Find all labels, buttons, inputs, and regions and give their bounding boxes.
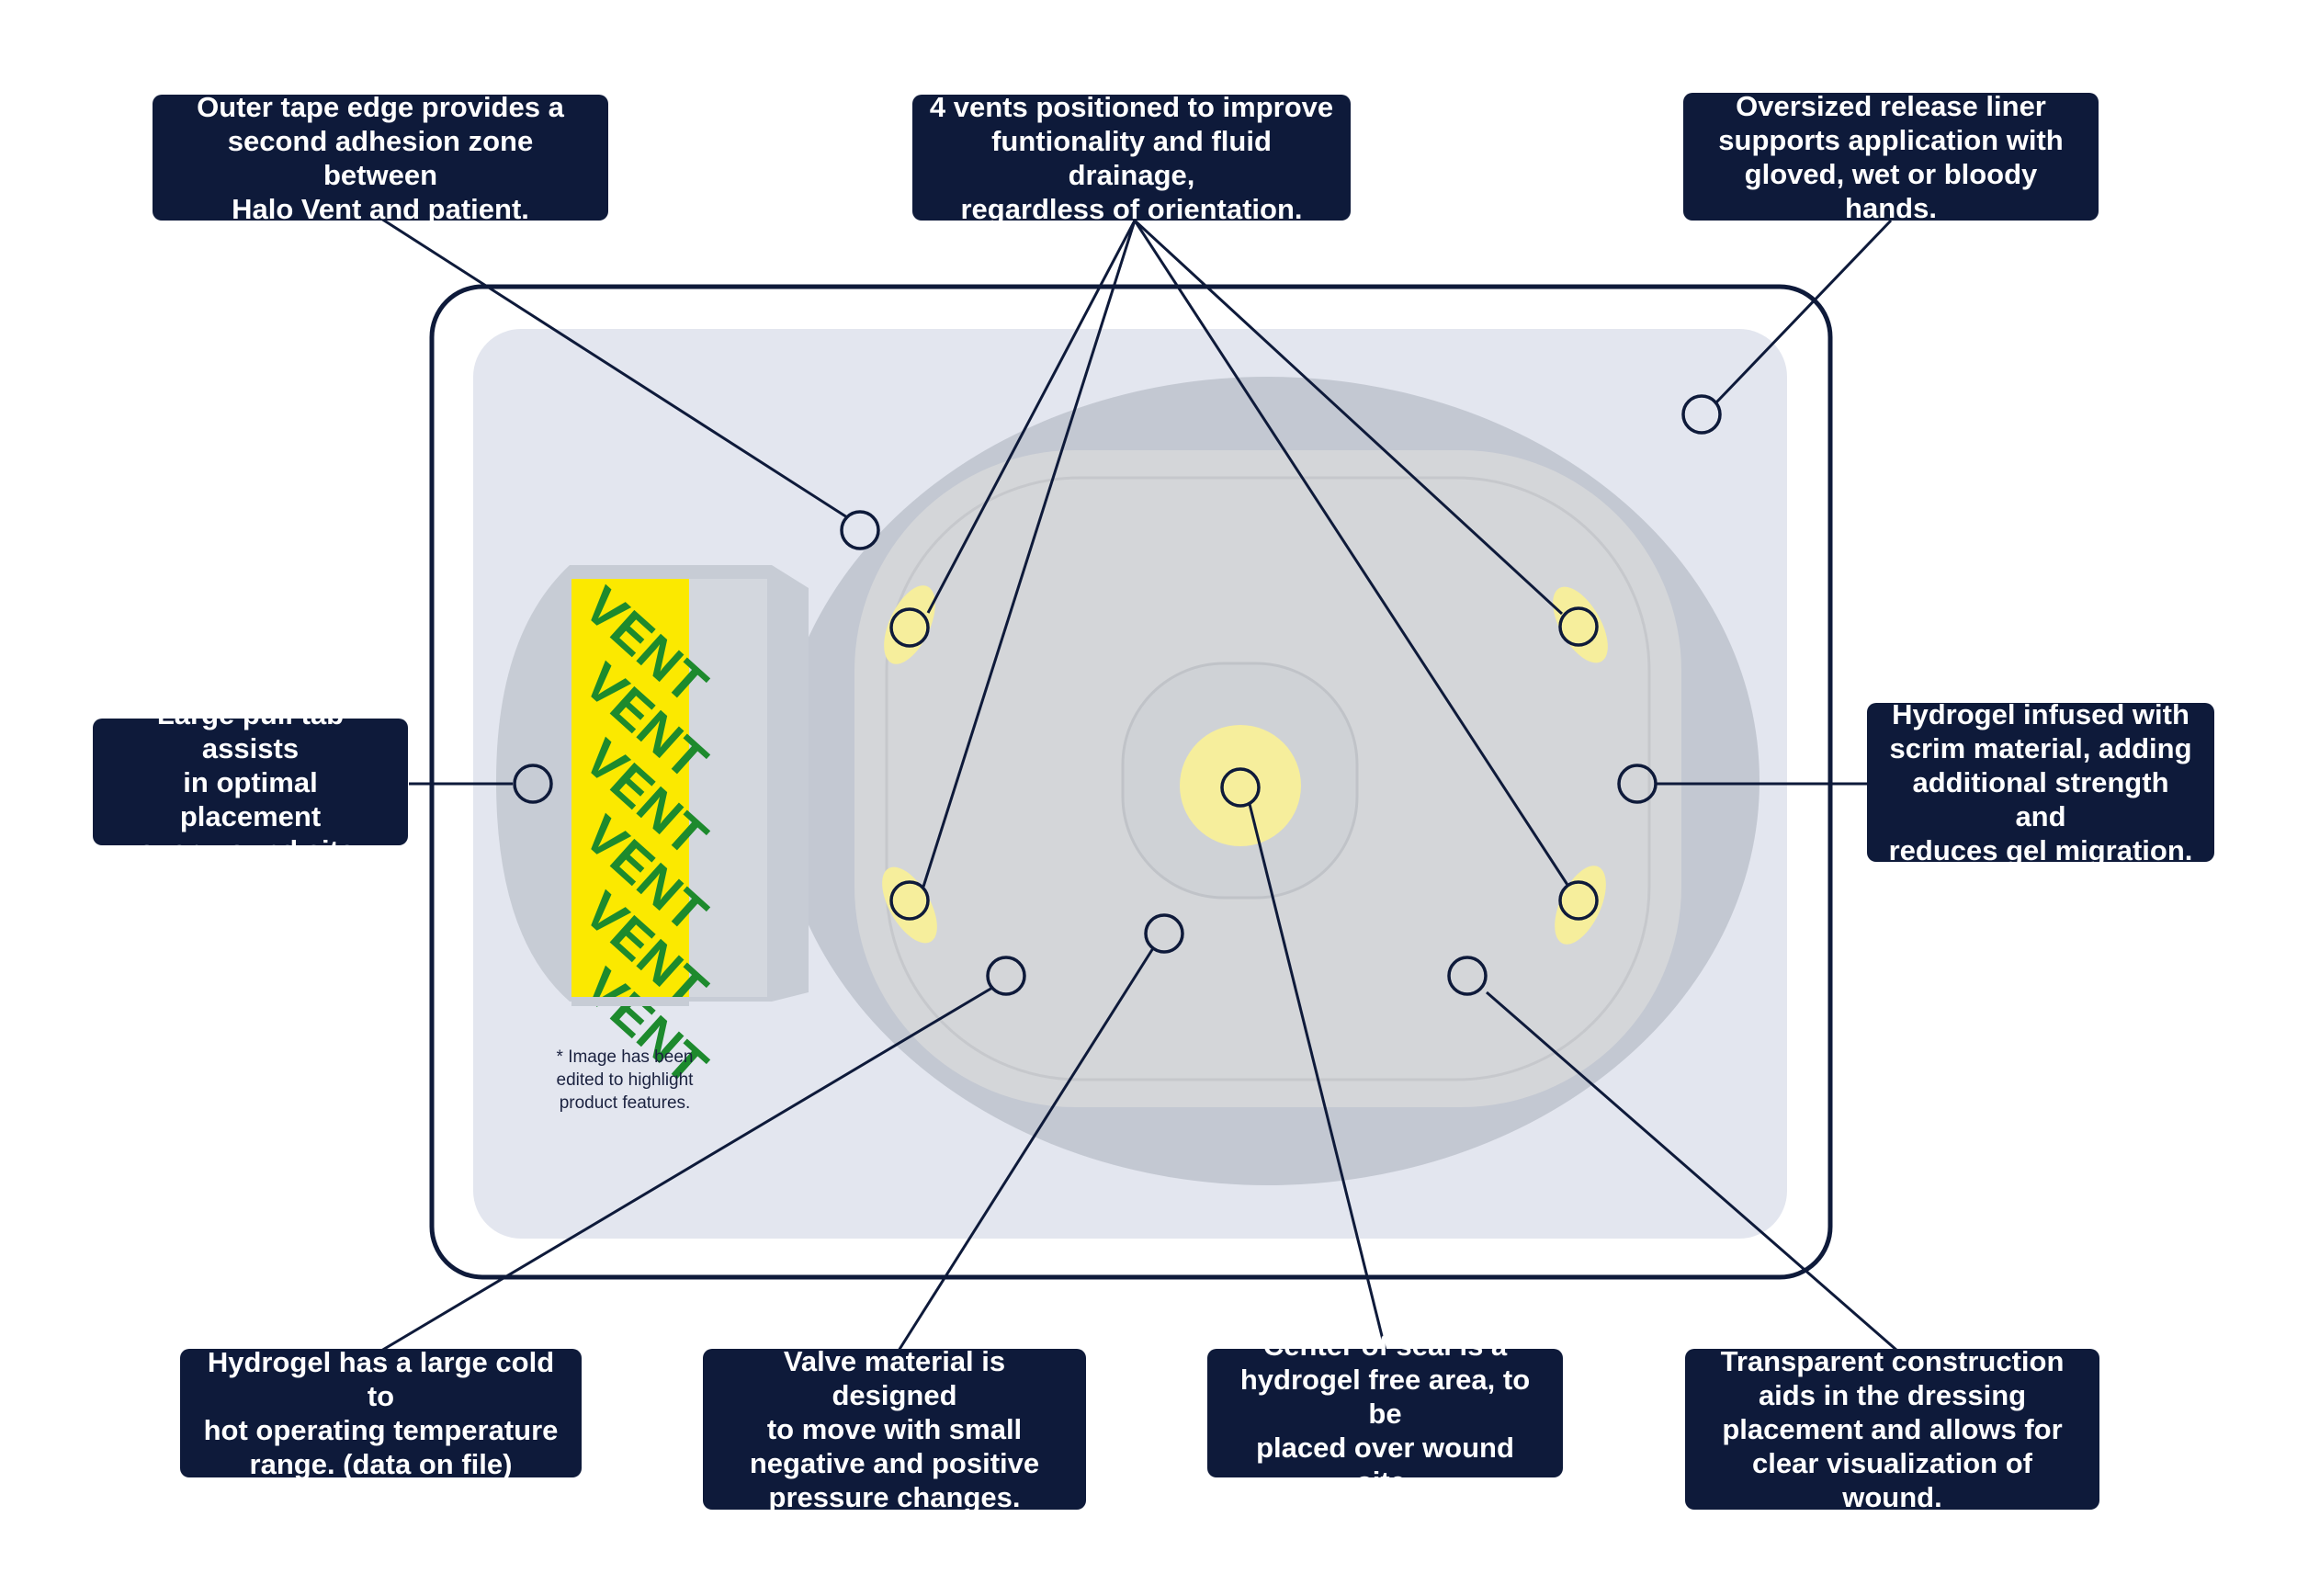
leader-line [380, 986, 993, 1353]
marker-vent [1558, 880, 1599, 921]
leader-line [1486, 990, 1898, 1353]
vent [1553, 586, 1608, 663]
pull-tab-strip [689, 579, 767, 997]
leader-line [1248, 803, 1387, 1352]
package-outline [429, 284, 1833, 1280]
callout-pull-tab: Large pull tab assists in optimal placem… [93, 698, 408, 866]
vent-tape [571, 579, 689, 997]
callout-temperature: Hydrogel has a large cold to hot operati… [180, 1346, 582, 1480]
marker-vent [889, 880, 930, 921]
callout-center-seal-text: Center of seal is a hydrogel free area, … [1239, 1329, 1531, 1498]
leader-line [926, 220, 1137, 614]
marker-vent [1558, 606, 1599, 647]
marker-release-liner [1681, 394, 1722, 435]
callout-center-seal: Center of seal is a hydrogel free area, … [1207, 1330, 1563, 1498]
vent [884, 585, 935, 664]
leader-line [1133, 219, 1564, 616]
leader-line [1714, 219, 1893, 404]
marker-center-seal [1220, 767, 1261, 808]
leader-lines [380, 217, 1898, 1353]
callout-scrim: Hydrogel infused with scrim material, ad… [1867, 698, 2214, 866]
marker-temperature [986, 956, 1026, 996]
callout-scrim-text: Hydrogel infused with scrim material, ad… [1888, 698, 2193, 866]
callout-vents-text: 4 vents positioned to improve funtionali… [929, 90, 1334, 225]
callout-transparent-text: Transparent construction aids in the dre… [1720, 1345, 2065, 1513]
callout-outer-tape-text: Outer tape edge provides a second adhesi… [197, 90, 564, 225]
center-seal [1180, 725, 1301, 846]
callout-release-liner: Oversized release liner supports applica… [1683, 90, 2099, 224]
leader-line [922, 220, 1137, 888]
marker-outer-tape [840, 510, 880, 550]
callout-temperature-text: Hydrogel has a large cold to hot operati… [203, 1346, 559, 1480]
marker-pull-tab [513, 764, 553, 804]
footnote: * Image has been edited to highlight pro… [556, 1047, 694, 1113]
callout-valve: Valve material is designed to move with … [703, 1345, 1086, 1513]
marker-scrim [1617, 764, 1658, 804]
callout-outer-tape: Outer tape edge provides a second adhesi… [153, 91, 608, 225]
leader-line [380, 217, 848, 519]
markers [513, 394, 1722, 996]
leader-line [897, 947, 1155, 1352]
marker-vent [889, 607, 930, 648]
vent [1555, 866, 1606, 945]
callout-release-liner-text: Oversized release liner supports applica… [1718, 89, 2064, 224]
callout-vents: 4 vents positioned to improve funtionali… [912, 91, 1351, 225]
callout-valve-text: Valve material is designed to move with … [749, 1345, 1040, 1513]
callout-transparent: Transparent construction aids in the dre… [1685, 1345, 2099, 1513]
marker-valve [1144, 913, 1184, 954]
marker-transparent [1447, 956, 1488, 996]
leader-line [1133, 220, 1569, 886]
callout-pull-tab-text: Large pull tab assists in optimal placem… [138, 697, 363, 866]
